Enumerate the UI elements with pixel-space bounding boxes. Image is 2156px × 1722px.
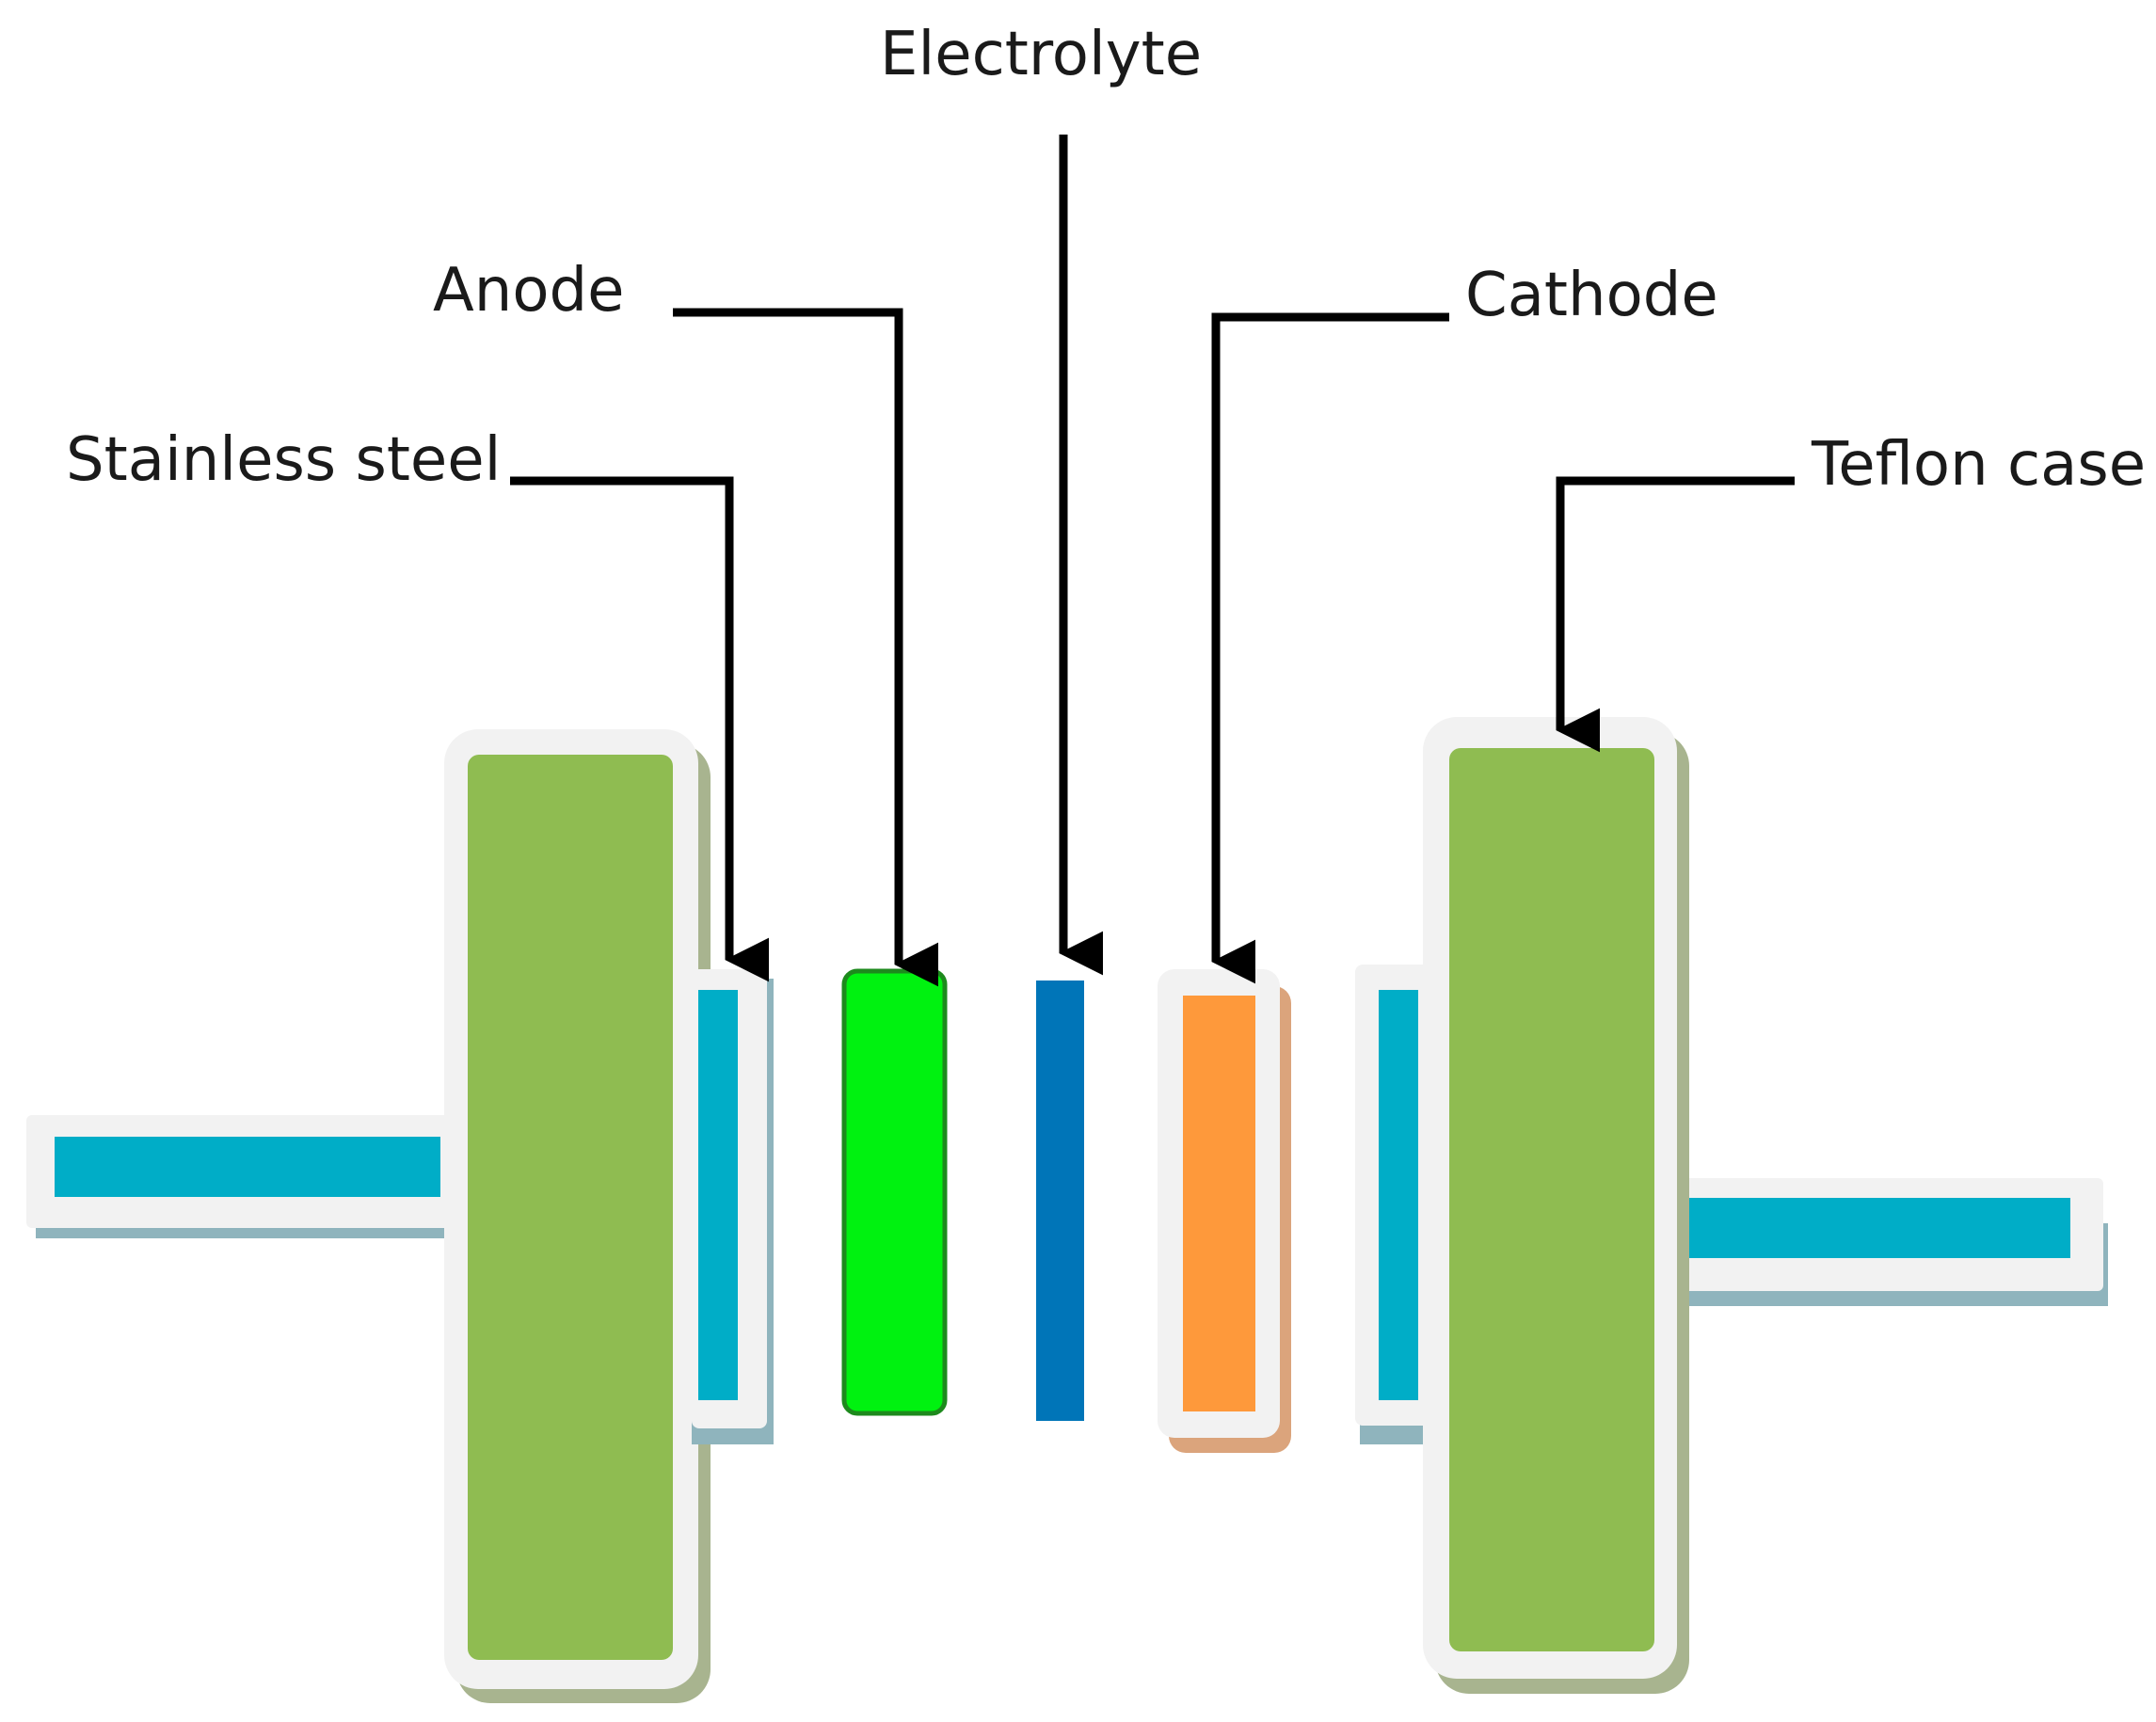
cathode-layer xyxy=(1158,969,1291,1453)
left-teflon-case xyxy=(444,729,711,1703)
right-teflon-case xyxy=(1423,717,1689,1694)
left-stainless-steel-plate xyxy=(692,969,774,1444)
teflon-case-label: Teflon case xyxy=(1811,430,2146,500)
cathode-label: Cathode xyxy=(1465,261,1718,330)
electrolyte-label: Electrolyte xyxy=(880,20,1202,89)
anode-layer xyxy=(841,968,948,1416)
teflon-case-pointer xyxy=(1556,476,1795,753)
anode-pointer xyxy=(673,308,939,987)
electrolyte-layer xyxy=(1036,981,1084,1421)
right-steel-rod xyxy=(1675,1178,2108,1306)
left-steel-rod xyxy=(26,1115,450,1238)
stainless-steel-pointer xyxy=(510,476,770,982)
stainless-steel-label: Stainless steel xyxy=(66,425,501,495)
anode-label: Anode xyxy=(433,256,625,326)
cathode-pointer xyxy=(1211,312,1449,984)
leader-lines xyxy=(510,135,1795,987)
